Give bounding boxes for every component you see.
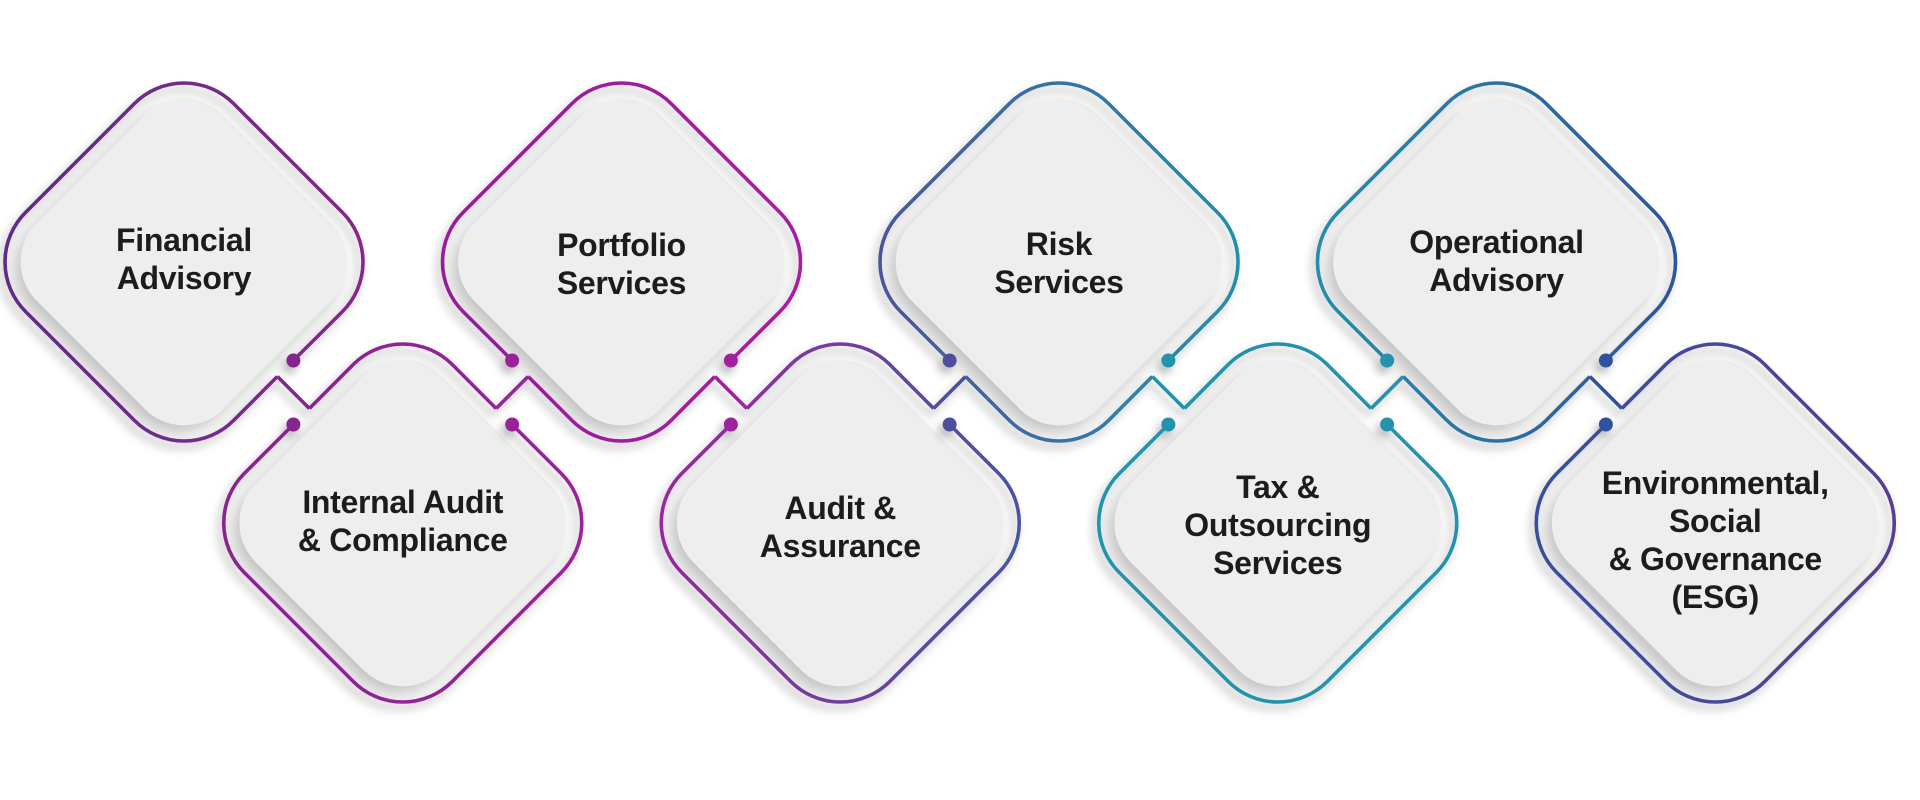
diamond-label-line: Advisory — [117, 260, 252, 296]
tax-outsourcing-services-outline — [1096, 342, 1459, 704]
junction-dot — [723, 417, 738, 432]
audit-assurance-label: Audit &Assurance — [760, 490, 921, 564]
diamond-label-line: Operational — [1409, 224, 1584, 260]
internal-audit-compliance-label: Internal Audit& Compliance — [298, 484, 508, 558]
junction-dot — [286, 353, 301, 368]
diamond-label-line: Assurance — [760, 528, 921, 564]
diamond-label-line: Audit & — [784, 490, 896, 526]
internal-audit-compliance-outline — [221, 342, 584, 704]
diamond-label-line: (ESG) — [1672, 579, 1759, 615]
operational-advisory-outline — [1315, 81, 1678, 443]
risk-services-card — [895, 98, 1223, 426]
diamond-label-line: & Compliance — [298, 522, 508, 558]
junction-dot — [1161, 417, 1176, 432]
junction-connector — [1151, 375, 1186, 410]
operational-advisory-card — [1333, 98, 1660, 426]
junction-connector — [713, 375, 749, 410]
audit-assurance-card — [677, 359, 1004, 687]
junction-connector — [1588, 375, 1624, 410]
diamond-label-line: Social — [1669, 503, 1761, 539]
diamond-label-line: Internal Audit — [302, 484, 503, 520]
esg-label: Environmental,Social& Governance(ESG) — [1602, 465, 1829, 615]
esg-outline — [1534, 342, 1897, 704]
diamond-label-line: Services — [994, 264, 1123, 300]
esg-card — [1552, 359, 1879, 687]
junction-dot — [723, 353, 738, 368]
junction-dot — [942, 417, 957, 432]
junction-dot — [1380, 353, 1395, 368]
junction-connector — [276, 375, 311, 410]
junction-dot — [286, 417, 301, 432]
financial-advisory-card — [20, 98, 348, 426]
junction-dot — [505, 417, 520, 432]
internal-audit-compliance-card — [239, 359, 566, 687]
junction-dot — [1161, 353, 1176, 368]
diamond-label-line: Services — [557, 265, 686, 301]
junction-dot — [1598, 353, 1613, 368]
portfolio-services-card — [458, 98, 785, 426]
diamond-label-line: & Governance — [1609, 541, 1822, 577]
diamond-label-line: Portfolio — [557, 227, 686, 263]
diamond-label-line: Advisory — [1429, 262, 1564, 298]
financial-advisory-outline — [3, 81, 365, 443]
junction-connector — [1369, 375, 1405, 410]
junction-dot — [505, 353, 520, 368]
risk-services-outline — [878, 81, 1240, 443]
junction-connector — [932, 375, 967, 410]
junction-connector — [494, 375, 530, 410]
junction-dot — [1380, 417, 1395, 432]
junction-dot — [1598, 417, 1613, 432]
diamond-label-line: Tax & — [1236, 469, 1319, 505]
diamond-label-line: Services — [1213, 545, 1342, 581]
diamond-label-line: Environmental, — [1602, 465, 1829, 501]
portfolio-services-outline — [440, 81, 803, 443]
audit-assurance-outline — [659, 342, 1022, 704]
diamond-label-line: Outsourcing — [1184, 507, 1371, 543]
tax-outsourcing-services-card — [1114, 359, 1441, 687]
junction-dot — [942, 353, 957, 368]
diamond-label-line: Risk — [1026, 226, 1093, 262]
diamond-label-line: Financial — [116, 222, 252, 258]
